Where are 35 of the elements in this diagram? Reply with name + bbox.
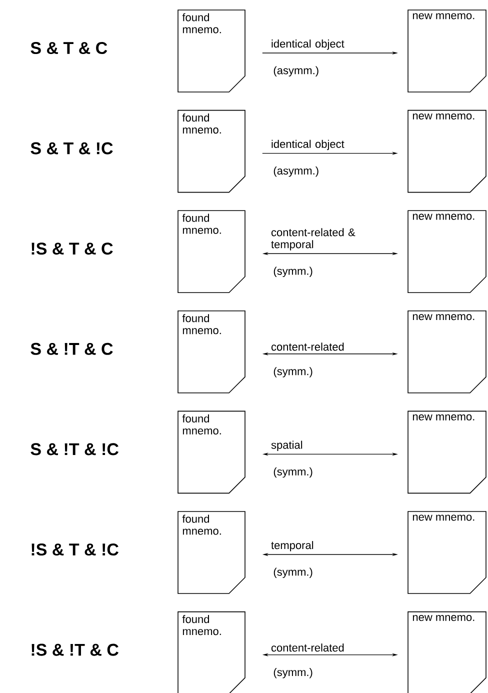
edge-label: content-related (271, 342, 344, 351)
document-box: found mnemo. (178, 10, 246, 92)
edge-note: (asymm.) (274, 66, 318, 76)
document-box: new mnemo. (408, 110, 486, 193)
edge-label: spatial (271, 440, 302, 451)
edge-label: identical object (272, 140, 344, 150)
condition-label: S & !T & !C (30, 443, 118, 456)
document-box: found mnemo. (178, 210, 246, 293)
edge-note: (symm.) (274, 367, 312, 378)
edge-note: (symm.) (274, 568, 312, 578)
edge-label: identical object (272, 40, 344, 50)
edge-note: (symm.) (274, 668, 312, 678)
document-box: new mnemo. (408, 10, 486, 92)
document-box: new mnemo. (408, 310, 486, 394)
document-box: found mnemo. (178, 511, 246, 594)
condition-label: S & T & C (30, 42, 108, 54)
document-box: new mnemo. (408, 611, 486, 693)
document-box: found mnemo. (178, 110, 246, 193)
edge-label: content-related & temporal (271, 228, 356, 250)
document-box: found mnemo. (178, 410, 246, 494)
document-box: new mnemo. (408, 410, 486, 494)
document-box: found mnemo. (178, 310, 246, 394)
condition-label: !S & T & C (32, 242, 113, 255)
condition-label: S & !T & C (30, 342, 113, 355)
edge-note: (symm.) (274, 266, 312, 278)
condition-label: !S & T & !C (32, 543, 118, 556)
edge-note: (asymm.) (274, 166, 318, 177)
edge-label: content-related (271, 644, 344, 652)
edge-label: temporal (271, 541, 314, 552)
condition-label: !S & !T & C (32, 644, 118, 656)
condition-label: S & T & !C (30, 142, 113, 154)
document-box: found mnemo. (178, 611, 246, 693)
document-box: new mnemo. (408, 511, 486, 594)
document-box: new mnemo. (408, 210, 486, 293)
edge-note: (symm.) (274, 467, 312, 478)
